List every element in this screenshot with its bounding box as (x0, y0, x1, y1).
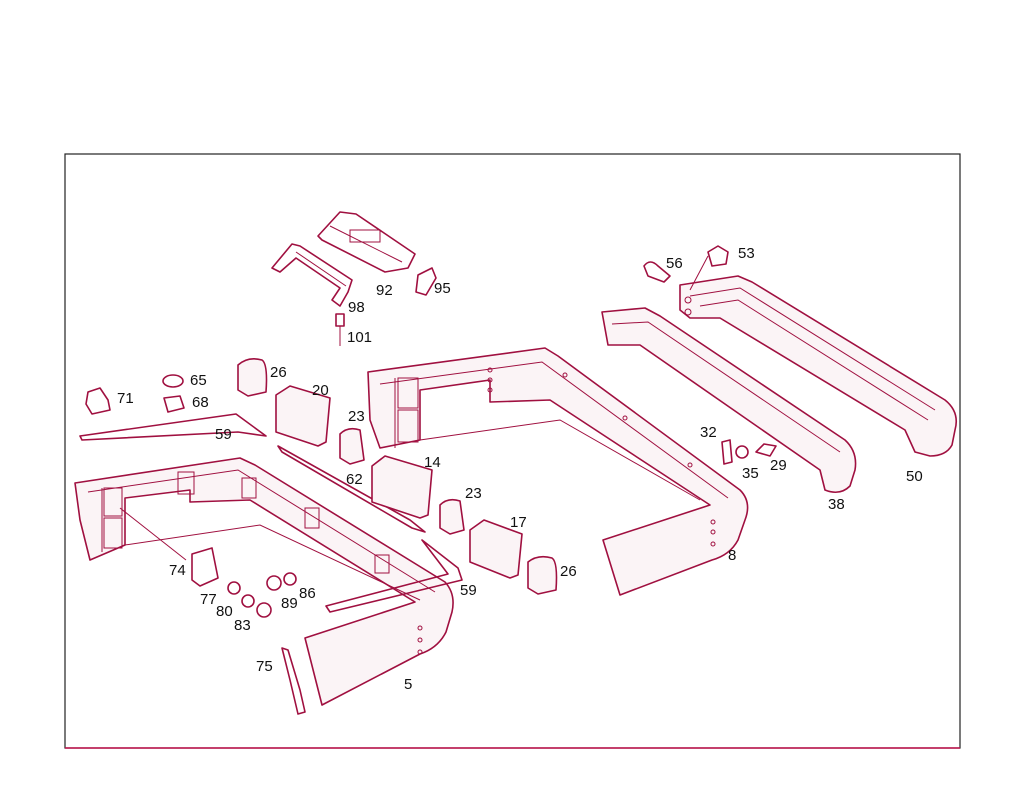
part-32-clip (721, 439, 733, 465)
part-53-nut (707, 245, 729, 267)
part-38-bumper-strip (601, 307, 857, 494)
part-98-mount-bracket (271, 243, 353, 307)
callout-56: 56 (666, 255, 683, 272)
part-68-nut (163, 395, 185, 413)
callout-35: 35 (742, 465, 759, 482)
part-65-washer (162, 374, 184, 388)
callout-95: 95 (434, 280, 451, 297)
part-74-plate (191, 547, 219, 587)
part-14-block (371, 455, 433, 519)
callout-29: 29 (770, 457, 787, 474)
callout-65: 65 (190, 372, 207, 389)
callout-92: 92 (376, 282, 393, 299)
part-20-block (275, 385, 331, 447)
part-80-washer (241, 594, 255, 608)
part-71-clip (85, 387, 111, 415)
callout-89: 89 (281, 595, 298, 612)
part-101-rivet (335, 313, 345, 346)
callout-23-upper: 23 (348, 408, 365, 425)
callout-8: 8 (728, 547, 736, 564)
part-23-bracket-upper (339, 427, 365, 465)
callout-23-lower: 23 (465, 485, 482, 502)
callout-98: 98 (348, 299, 365, 316)
part-5-bumper-shell (74, 457, 454, 706)
callout-59-lower: 59 (460, 582, 477, 599)
part-59-strip-lower (325, 539, 463, 613)
callout-14: 14 (424, 454, 441, 471)
callout-74: 74 (169, 562, 186, 579)
part-86-washer (283, 572, 297, 586)
callout-83: 83 (234, 617, 251, 634)
callout-20: 20 (312, 382, 329, 399)
part-89-nut (266, 575, 282, 591)
callout-101: 101 (347, 329, 372, 346)
callout-62: 62 (346, 471, 363, 488)
callout-75: 75 (256, 658, 273, 675)
part-92-mount-bracket (317, 211, 416, 273)
callout-80: 80 (216, 603, 233, 620)
part-56-screw (643, 261, 671, 283)
callout-77: 77 (200, 591, 217, 608)
part-74-leader (119, 507, 187, 561)
callout-86: 86 (299, 585, 316, 602)
callout-5: 5 (404, 676, 412, 693)
part-53-leader (689, 255, 709, 291)
part-77-washer (227, 581, 241, 595)
part-59-strip-upper (79, 413, 267, 441)
callout-50: 50 (906, 468, 923, 485)
callout-26-upper: 26 (270, 364, 287, 381)
callout-68: 68 (192, 394, 209, 411)
part-23-bracket-lower (439, 498, 465, 535)
part-26-bracket-upper (237, 358, 268, 397)
part-8-bumper-shell (367, 347, 749, 596)
callout-59-upper: 59 (215, 426, 232, 443)
part-29-screw (755, 443, 777, 457)
part-75-end-cap (281, 647, 306, 715)
part-26-bracket-lower (527, 555, 558, 595)
callout-38: 38 (828, 496, 845, 513)
callout-17: 17 (510, 514, 527, 531)
part-83-nut (256, 602, 272, 618)
callout-26-lower: 26 (560, 563, 577, 580)
part-50-bumper-cover (679, 275, 958, 457)
callout-71: 71 (117, 390, 134, 407)
callout-53: 53 (738, 245, 755, 262)
callout-32: 32 (700, 424, 717, 441)
part-35-washer (735, 445, 749, 459)
part-95-clip (415, 267, 437, 296)
part-17-block (469, 519, 523, 579)
